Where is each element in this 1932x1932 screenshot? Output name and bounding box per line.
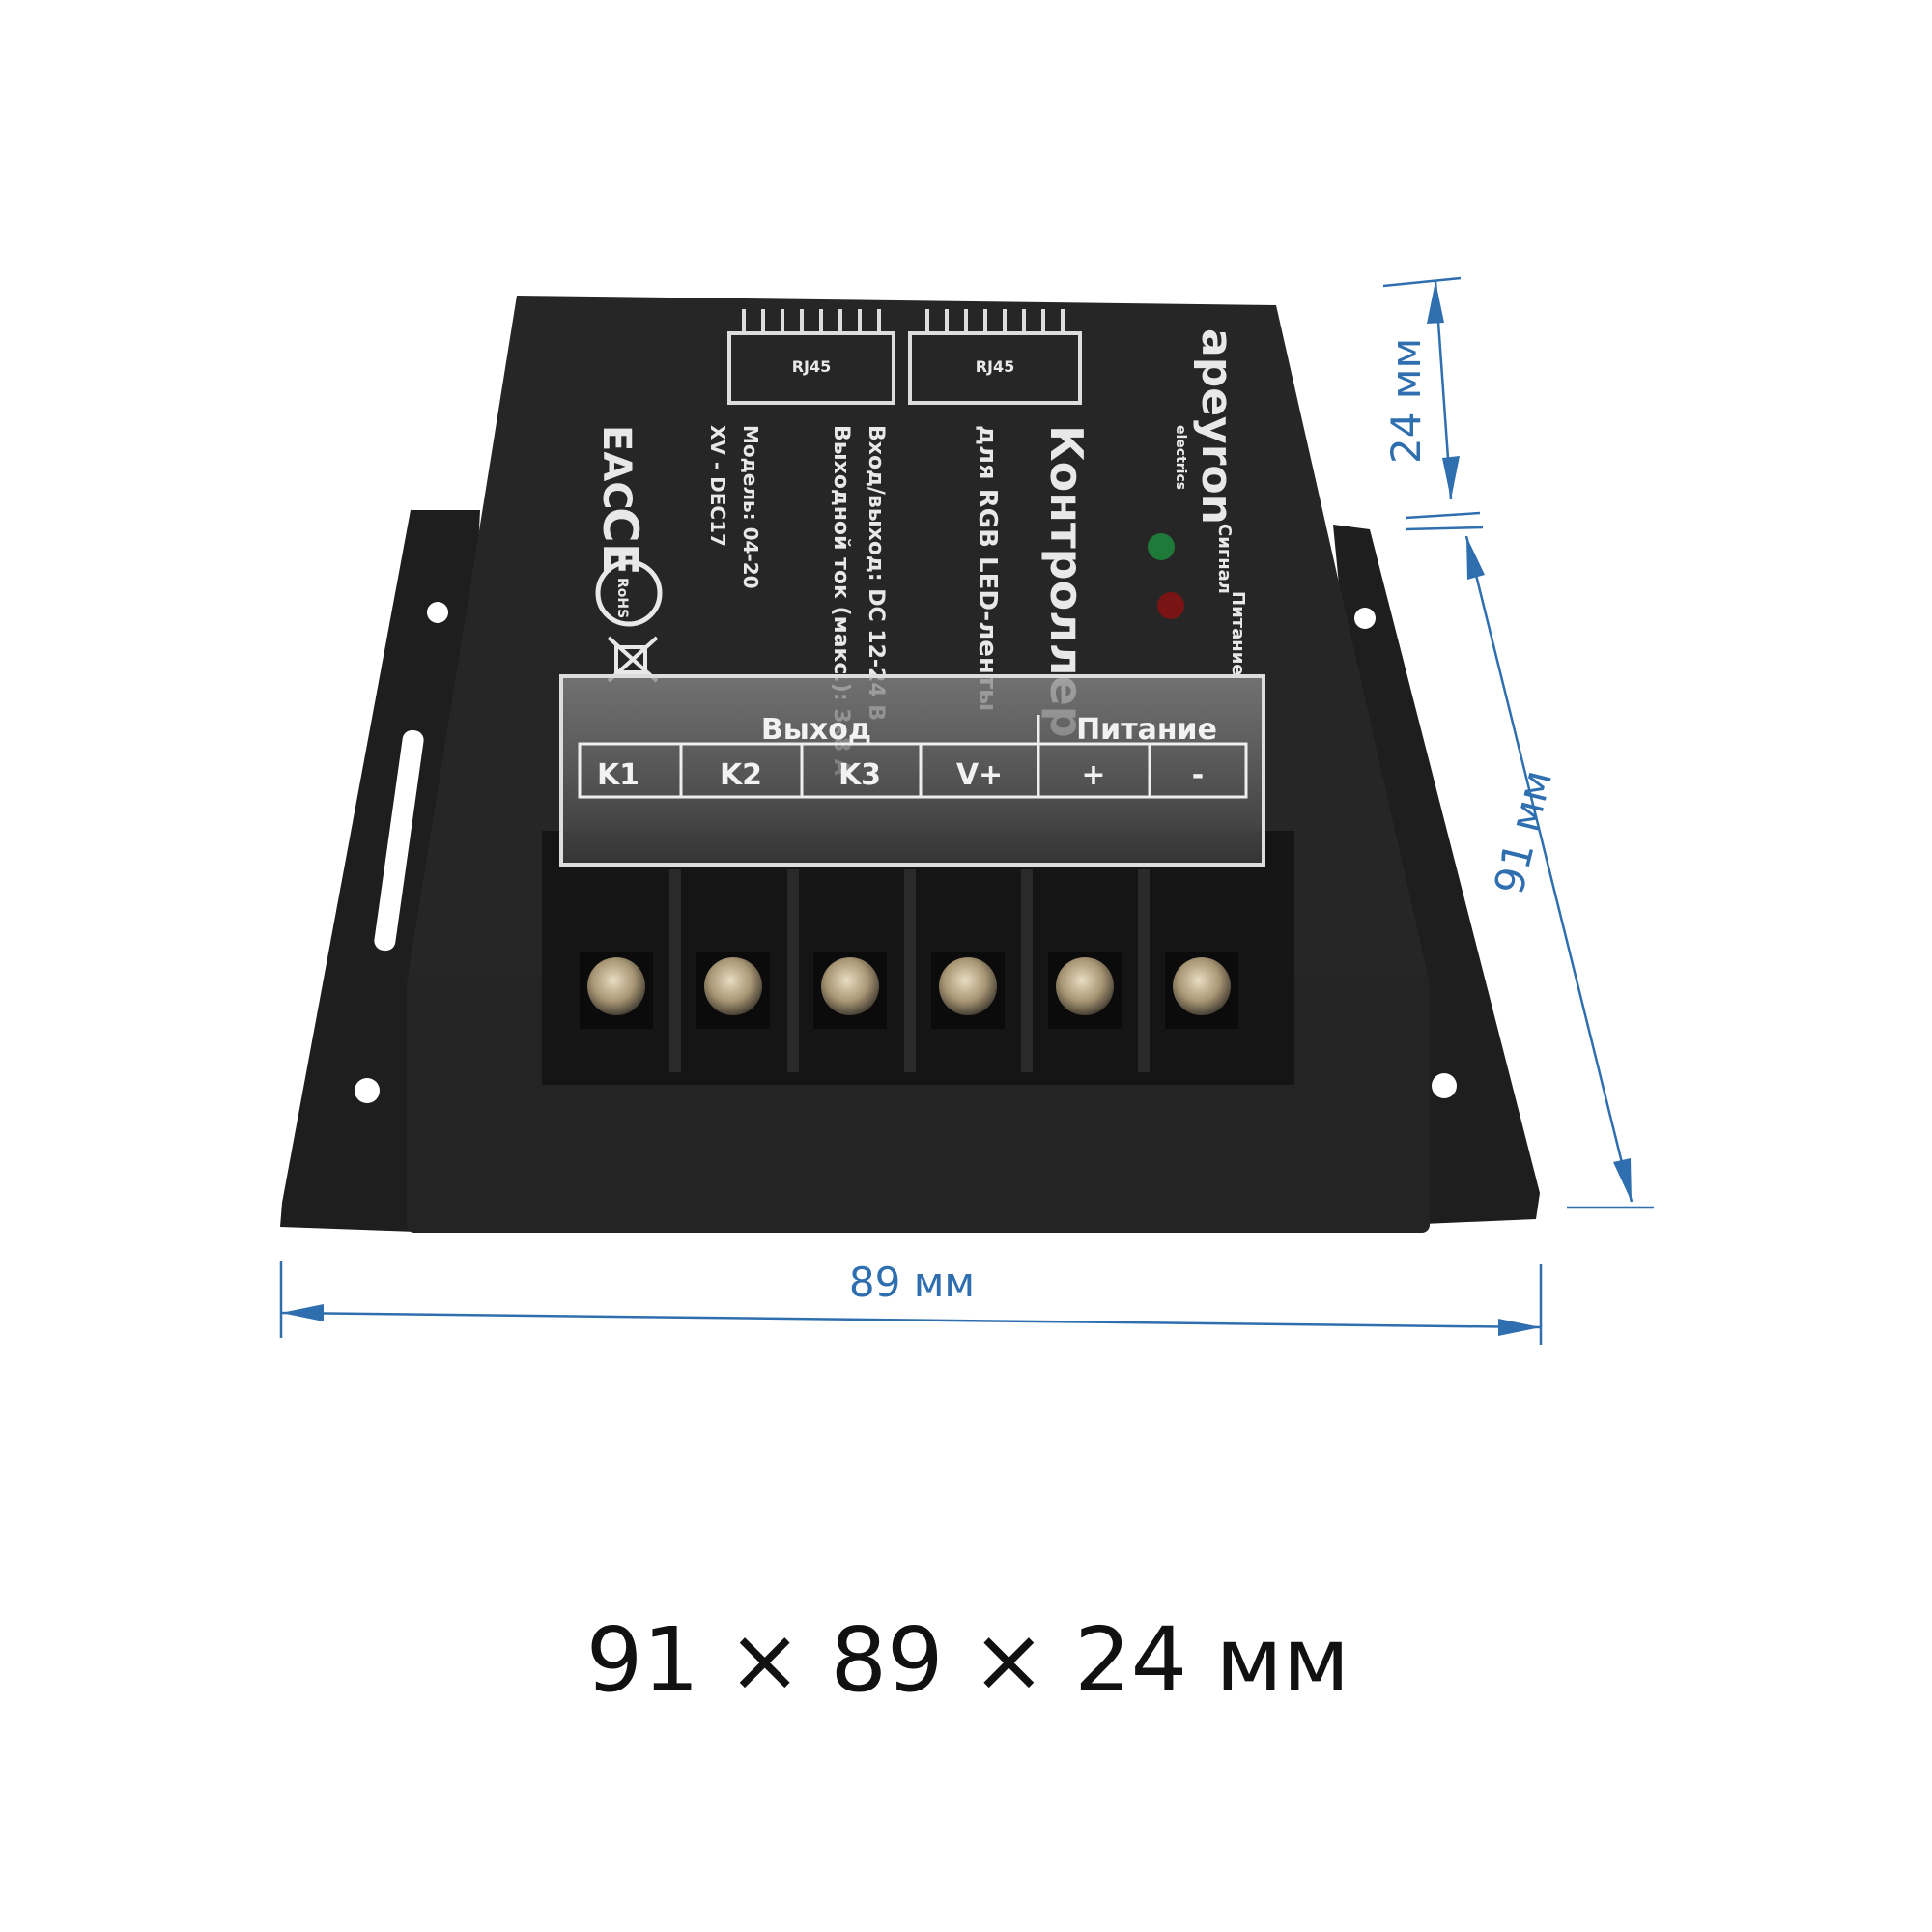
signal-label: Сигнал: [1214, 524, 1235, 594]
height-dimension-label: 24 мм: [1382, 338, 1430, 464]
flange-hole: [427, 602, 448, 623]
power-led: [1157, 592, 1184, 619]
product-code: XV - DEC17: [706, 425, 729, 547]
terminal-screw: [931, 952, 1005, 1029]
rj45-port-1: [727, 309, 895, 405]
terminal-dividers: [669, 869, 1150, 1072]
terminal-label: +: [1081, 758, 1105, 792]
terminal-screw: [1165, 952, 1238, 1029]
brand-logo: apeyron: [1192, 328, 1241, 525]
signal-led: [1148, 533, 1175, 560]
rj45-label: RJ45: [792, 357, 832, 376]
terminal-label: K2: [720, 758, 762, 792]
terminal-screw: [813, 952, 887, 1029]
rohs-mark: RoHS: [595, 559, 663, 627]
spec-input-output: Вход/выход: DC 12-24 В: [864, 425, 888, 721]
height-dimension: [1382, 276, 1481, 520]
width-dimension-label: 89 мм: [849, 1259, 975, 1306]
svg-text:RoHS: RoHS: [614, 578, 630, 618]
width-dimension: [279, 1261, 1543, 1345]
flange-hole: [355, 1078, 380, 1103]
terminal-screw: [1048, 952, 1122, 1029]
power-group-label: Питание: [1076, 713, 1217, 747]
eac-mark: EAC: [594, 425, 639, 510]
power-label: Питание: [1228, 591, 1248, 676]
weee-bin-icon: [607, 636, 659, 683]
dimensions-summary: 91 × 89 × 24 мм: [586, 1608, 1350, 1712]
brand-subtitle: electrics: [1173, 425, 1188, 490]
terminal-label: -: [1192, 758, 1204, 792]
terminal-screw: [580, 952, 653, 1029]
depth-dimension-label: 91 мм: [1485, 765, 1561, 898]
flange-hole: [1354, 608, 1376, 629]
rj45-port-2: [908, 309, 1082, 405]
terminal-label: V+: [956, 758, 1003, 792]
terminal-cover: [559, 674, 1265, 867]
output-group-label: Выход: [761, 713, 871, 747]
model-number: Модель: 04-20: [739, 425, 762, 589]
product-subtitle: для RGB LED-ленты: [973, 425, 1002, 711]
terminal-label: K3: [838, 758, 881, 792]
depth-dimension: [1405, 526, 1654, 1209]
rj45-label: RJ45: [976, 357, 1015, 376]
flange-slot: [374, 729, 424, 952]
terminal-screws: [580, 952, 1238, 1029]
flange-hole: [1432, 1073, 1457, 1098]
terminal-label: K1: [597, 758, 639, 792]
terminal-screw: [696, 952, 770, 1029]
